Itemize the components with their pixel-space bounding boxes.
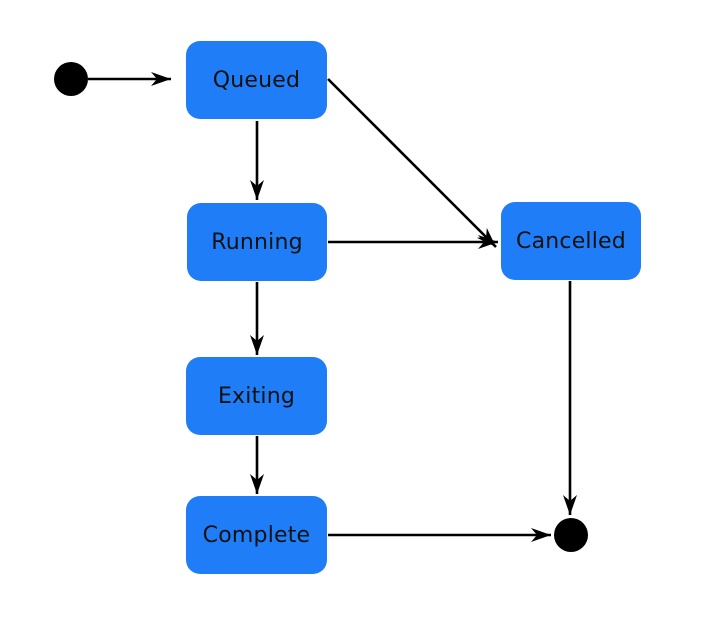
state-complete: Complete xyxy=(186,496,327,574)
transition-queued-to-cancelled xyxy=(327,78,497,248)
state-queued: Queued xyxy=(186,41,327,119)
initial-state xyxy=(54,62,88,96)
state-running: Running xyxy=(187,203,327,281)
final-state xyxy=(554,518,588,552)
state-cancelled: Cancelled xyxy=(501,202,641,280)
state-exiting: Exiting xyxy=(186,357,327,435)
